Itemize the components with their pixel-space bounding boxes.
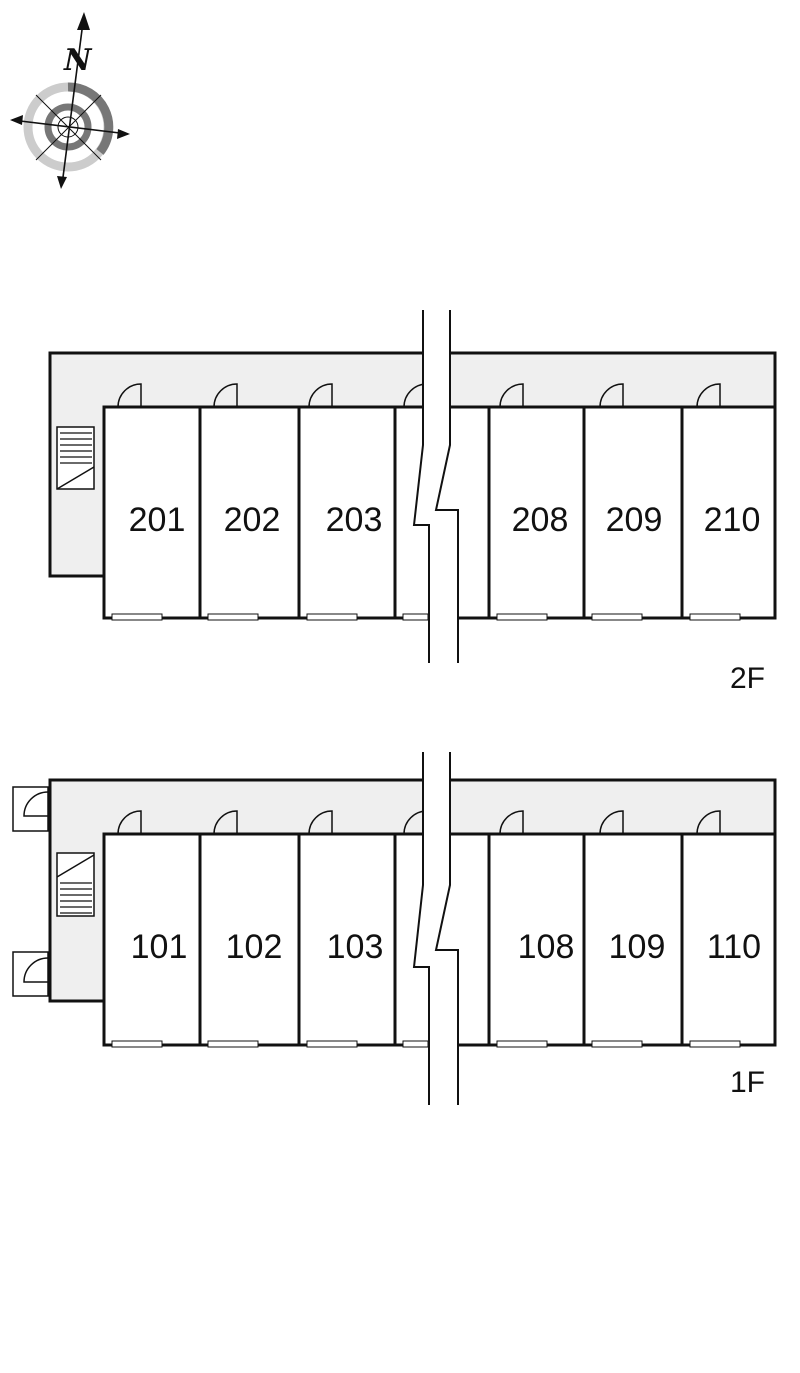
doors-2f [117,383,721,408]
doors-1f [117,810,721,835]
floor-label-1f: 1F [730,1066,765,1099]
door-icon [308,810,333,835]
window-icon [402,613,429,621]
window-icon [402,1040,429,1048]
window-icon [496,1040,548,1048]
unit-number: 110 [707,928,761,966]
stairs-2f [56,426,95,490]
window-icon [689,1040,741,1048]
unit-number: 203 [326,501,383,539]
break-symbol-2f [412,310,459,663]
window-icon [207,1040,259,1048]
stairs-outline [56,852,95,917]
break-symbol-1f [412,752,459,1105]
door-icon [696,383,721,408]
compass-ns-line [61,21,84,186]
window-icon [496,613,548,621]
window-icon [306,1040,358,1048]
unit-number: 202 [224,501,281,539]
compass-east-arrow [117,129,130,139]
compass-ew-line [11,119,129,135]
unit-number: 103 [327,928,384,966]
windows-2f [111,613,741,621]
window-icon [591,613,643,621]
window-icon [591,1040,643,1048]
door-icon [499,383,524,408]
window-icon [689,613,741,621]
unit-number: 101 [131,928,188,966]
door-icon [308,383,333,408]
floor-2f: 201 202 203 208 209 210 2F [48,310,777,695]
floor-1f: 101 102 103 108 109 110 1F [12,752,777,1105]
door-icon [213,383,238,408]
unit-number: 109 [609,928,666,966]
compass-outer-ring-dark [67,82,114,155]
unit-number: 208 [512,501,569,539]
window-icon [111,613,163,621]
entrance-door-icon [12,786,49,832]
compass-north-label: N [63,43,93,78]
entrance-doors-1f [12,786,49,997]
compass-north-arrow [77,12,90,30]
door-swing [23,957,49,983]
window-icon [111,1040,163,1048]
door-icon [117,383,142,408]
compass-inner-ring [44,103,92,151]
door-icon [599,383,624,408]
compass-rose: N [10,12,130,189]
window-icon [306,613,358,621]
unit-number: 210 [704,501,761,539]
stairs-1f [56,852,95,917]
unit-number: 201 [129,501,186,539]
door-icon [117,810,142,835]
unit-number: 102 [226,928,283,966]
door-icon [213,810,238,835]
floor-label-2f: 2F [730,662,765,695]
compass-diag-line-2 [35,94,102,161]
compass-west-arrow [10,115,23,125]
door-icon [599,810,624,835]
door-swing [23,791,49,817]
stairs-outline [56,426,95,490]
door-icon [499,810,524,835]
unit-number: 108 [518,928,575,966]
door-icon [696,810,721,835]
compass-south-arrow [57,176,67,189]
unit-number: 209 [606,501,663,539]
window-icon [207,613,259,621]
